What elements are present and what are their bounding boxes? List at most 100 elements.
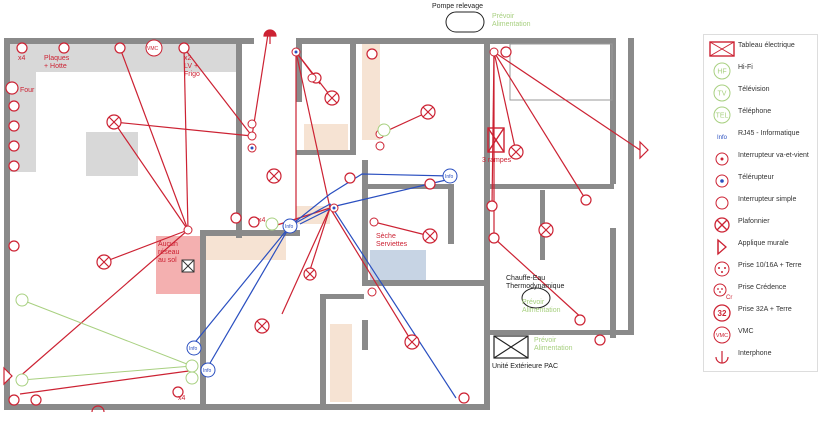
legend-label: Hi-Fi xyxy=(738,64,753,71)
prise-icon xyxy=(8,240,20,252)
wiring-green xyxy=(21,299,193,381)
prise-icon xyxy=(424,178,436,190)
interrupteur-va-et-vient-icon xyxy=(247,131,257,141)
legend-item: Info RJ45 - Informatique xyxy=(704,127,817,147)
four-label: Four xyxy=(20,87,35,94)
prise-icon xyxy=(8,394,20,406)
wiring-red xyxy=(17,33,641,395)
sockets xyxy=(5,42,606,406)
rj45-outlets xyxy=(186,168,458,378)
prise-32a-icon xyxy=(5,81,19,95)
plafonnier-icon xyxy=(303,267,317,281)
wardrobe-zone xyxy=(304,124,348,152)
pump-icon xyxy=(445,11,485,33)
legend-label: Tableau électrique xyxy=(738,42,795,49)
legend-label: Prise 10/16A + Terre xyxy=(738,262,802,269)
legend-item: Plafonnier xyxy=(704,215,817,235)
legend-label: Interphone xyxy=(738,350,772,357)
legend-label: Plafonnier xyxy=(738,218,770,225)
rj45-icon xyxy=(282,218,298,234)
prise-icon xyxy=(574,314,586,326)
plafonnier-icon xyxy=(508,144,524,160)
interrupteur-simple-icon xyxy=(375,141,385,151)
svg-text:TV: TV xyxy=(718,91,727,98)
legend-label: RJ45 - Informatique xyxy=(738,130,800,137)
plafonnier-icon xyxy=(714,217,730,233)
prise-credence-icon: Cr xyxy=(713,283,732,301)
rj45-label: Info xyxy=(203,368,212,374)
legend-label: Applique murale xyxy=(738,240,789,247)
svg-text:HF: HF xyxy=(717,69,726,76)
plafonnier-icon xyxy=(404,334,420,350)
unite-ext-label: Unité Extérieure PAC xyxy=(492,363,558,370)
x4-label-c: x4 xyxy=(178,395,186,402)
applique-murale-icon xyxy=(717,238,727,256)
prise-icon xyxy=(8,100,20,112)
prise-icon xyxy=(58,42,70,54)
plafonnier-icon xyxy=(324,90,340,106)
hifi-icon: HF xyxy=(713,62,731,80)
plafonnier-icon xyxy=(106,114,122,130)
legend-item: HF Hi-Fi xyxy=(704,61,817,81)
legend-item: Télérupteur xyxy=(704,171,817,191)
legend-item: Interphone xyxy=(704,347,817,367)
legend-label: Prise Crédence xyxy=(738,284,787,291)
prise-icon xyxy=(488,232,500,244)
telephone-icon: TEL xyxy=(713,106,731,124)
plafonnier-icon xyxy=(266,168,282,184)
prise-icon xyxy=(486,200,498,212)
rj45-label: Info xyxy=(189,346,198,352)
hall-mid-zone xyxy=(296,206,330,224)
prise-icon xyxy=(344,172,356,184)
tv-icon xyxy=(185,371,199,385)
trois-rampes-label: 3 rampes xyxy=(482,157,512,164)
prise-icon xyxy=(8,120,20,132)
rj45-icon: Info xyxy=(717,135,728,141)
svg-text:TEL: TEL xyxy=(716,113,729,120)
rj45-label: Info xyxy=(285,224,294,230)
rj45-label: Info xyxy=(445,174,454,180)
plaques-hotte-label: Plaques+ Hotte xyxy=(44,55,70,70)
prise-icon xyxy=(178,42,190,54)
interrupteur-va-et-vient-icon xyxy=(183,225,193,235)
walls xyxy=(4,38,634,410)
svg-text:Info: Info xyxy=(717,135,728,141)
prise-icon xyxy=(8,140,20,152)
pompe-relevage-label: Pompe relevage xyxy=(432,3,483,10)
rj45-icon xyxy=(442,168,458,184)
corridor-zone xyxy=(362,44,380,140)
junction-box xyxy=(181,259,195,273)
plafonnier-icon xyxy=(538,222,554,238)
legend-label: Télérupteur xyxy=(738,174,774,181)
plafonnier-icon xyxy=(420,104,436,120)
closet-zone xyxy=(330,324,352,402)
x4-label-b: x4 xyxy=(258,217,266,224)
vmc-label: VMC xyxy=(147,46,159,52)
prise-icon xyxy=(580,194,592,206)
tv-icon xyxy=(377,123,391,137)
plafonnier-icon xyxy=(96,254,112,270)
legend-item: Cr Prise Crédence xyxy=(704,281,817,301)
tableau-electrique-icon xyxy=(709,41,735,57)
interphone-icon xyxy=(715,351,729,364)
television-icon: TV xyxy=(713,84,731,102)
plafonnier-icon xyxy=(422,228,438,244)
interphone-icon xyxy=(91,29,277,413)
interrupteur-simple-icon xyxy=(247,119,257,129)
interrupteur-simple-icon xyxy=(715,196,729,210)
hifi-icon xyxy=(15,293,29,307)
interrupteur-simple-icon xyxy=(369,217,379,227)
rj45-icon xyxy=(200,362,216,378)
prise-icon xyxy=(248,216,260,228)
svg-text:32: 32 xyxy=(718,309,727,318)
water-heater-icon xyxy=(521,287,551,309)
legend-item: Interrupteur simple xyxy=(704,193,817,213)
multimedia-outlets xyxy=(15,123,391,387)
